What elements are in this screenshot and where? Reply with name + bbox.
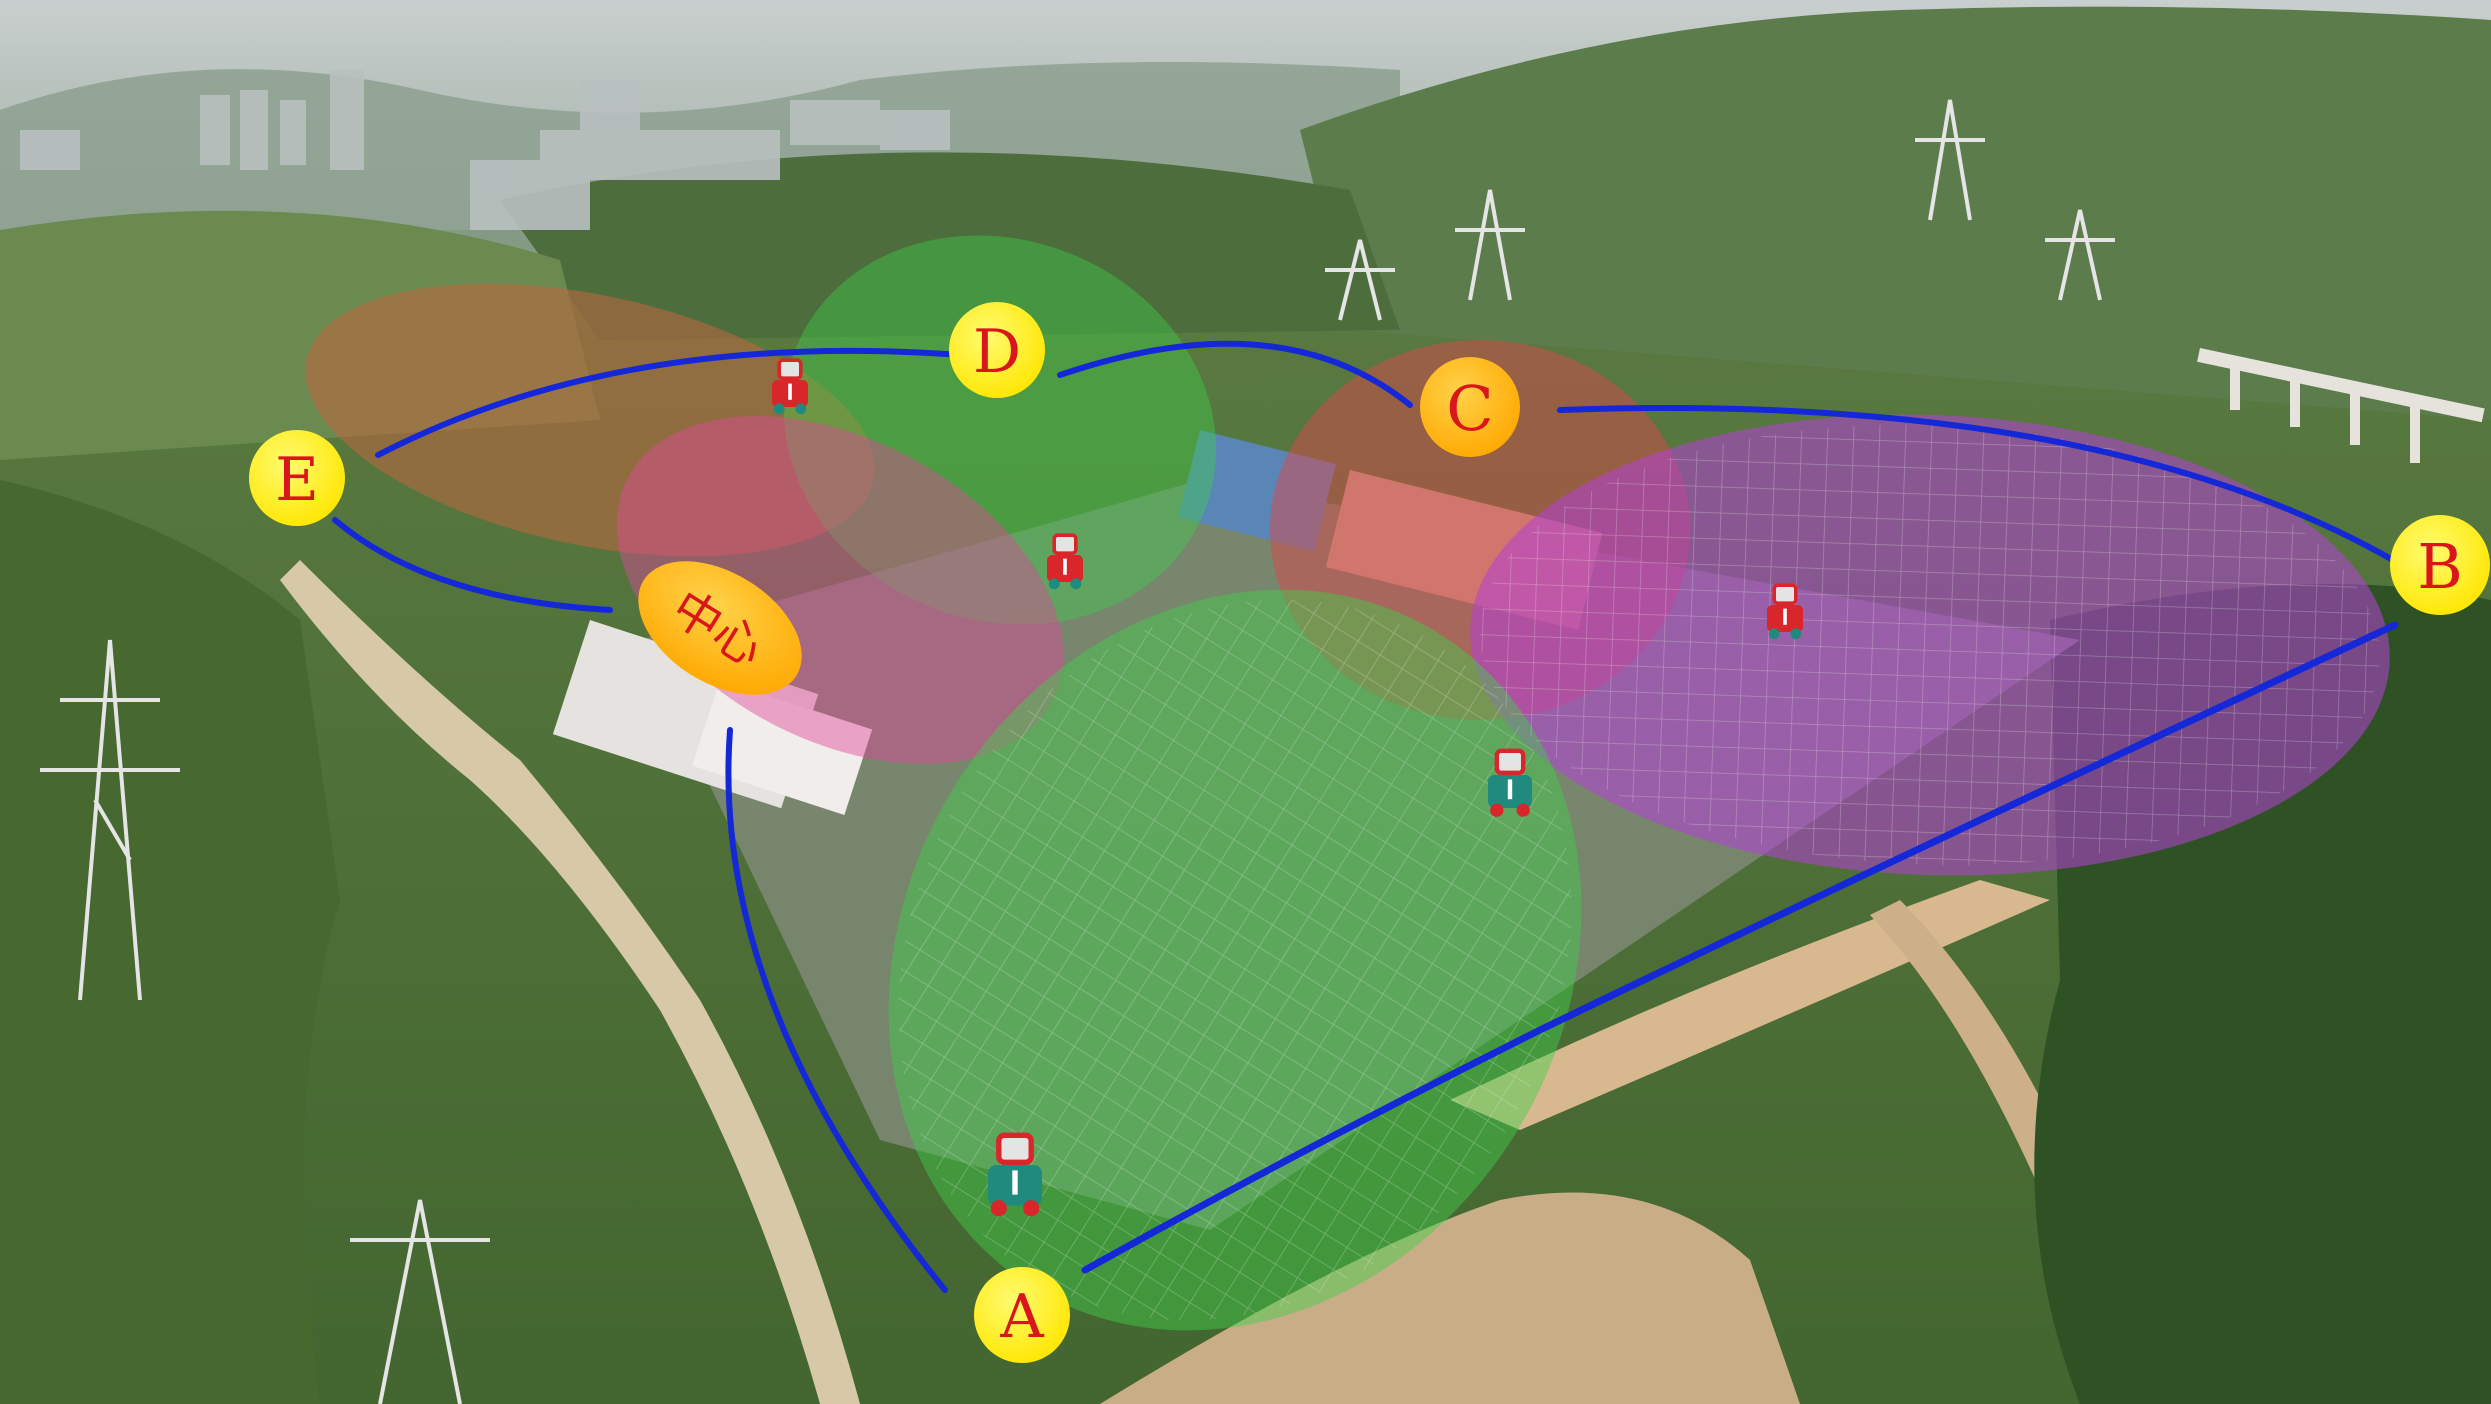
robot-icon — [772, 358, 808, 415]
robot-icon — [1488, 748, 1532, 817]
zone-e-area — [305, 283, 875, 557]
link-b-to-a — [1081, 621, 2399, 1274]
node-c-label: C — [1446, 372, 1493, 445]
communication-links — [332, 340, 2413, 1293]
node-d-marker: D — [949, 302, 1045, 398]
robot-icon — [988, 1132, 1042, 1217]
robot-icon — [1767, 583, 1803, 640]
link-c-to-b — [1557, 405, 2413, 573]
node-c-marker: C — [1420, 357, 1520, 457]
node-e-marker: E — [249, 430, 345, 526]
robots — [772, 358, 1803, 1217]
node-b-marker: B — [2390, 515, 2490, 615]
distant-city — [20, 70, 950, 230]
viaduct — [2197, 348, 2485, 463]
node-a-label: A — [999, 1282, 1044, 1352]
node-b-label: B — [2417, 530, 2463, 603]
node-e-label: E — [275, 445, 319, 515]
link-d-to-c — [1057, 340, 1413, 408]
node-center-marker: 中心 — [638, 561, 802, 695]
transmission-towers — [40, 99, 2115, 1404]
node-markers: E D C B A 中心 — [249, 302, 2490, 1363]
robot-icon — [1047, 533, 1083, 590]
coverage-zones — [305, 235, 2390, 1331]
link-center-to-a — [725, 727, 948, 1293]
node-a-marker: A — [974, 1267, 1070, 1363]
link-e-to-d — [375, 347, 963, 458]
link-e-to-center — [332, 517, 613, 613]
node-d-label: D — [973, 317, 1021, 387]
zone-d-area — [783, 235, 1217, 625]
